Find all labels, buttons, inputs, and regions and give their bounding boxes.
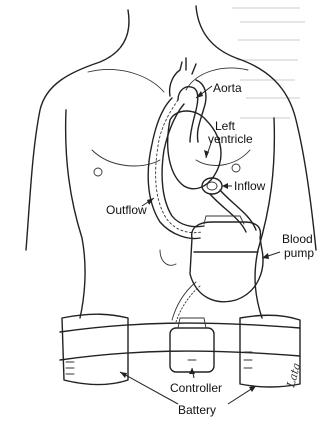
label-inflow: Inflow: [234, 179, 266, 193]
label-left-line1: Left: [215, 119, 236, 133]
leader-controller: [189, 368, 195, 378]
label-controller: Controller: [170, 381, 222, 395]
battery-left: [62, 314, 128, 384]
blood-pump: [190, 216, 263, 302]
controller: [170, 318, 214, 372]
label-ventricle-line2: ventricle: [208, 132, 253, 146]
heart: [168, 111, 221, 189]
label-aorta: Aorta: [213, 81, 242, 95]
leader-inflow: [222, 183, 232, 189]
leader-blood-pump: [262, 252, 280, 259]
label-blood: Blood: [282, 232, 313, 246]
outflow-graft: [148, 98, 204, 238]
label-outflow: Outflow: [106, 203, 147, 217]
aorta-vessel: [170, 58, 206, 142]
label-battery: Battery: [178, 403, 216, 417]
torso-outline: [26, 6, 316, 318]
background-bleed-marks: [232, 8, 305, 118]
label-pump: pump: [284, 246, 314, 260]
